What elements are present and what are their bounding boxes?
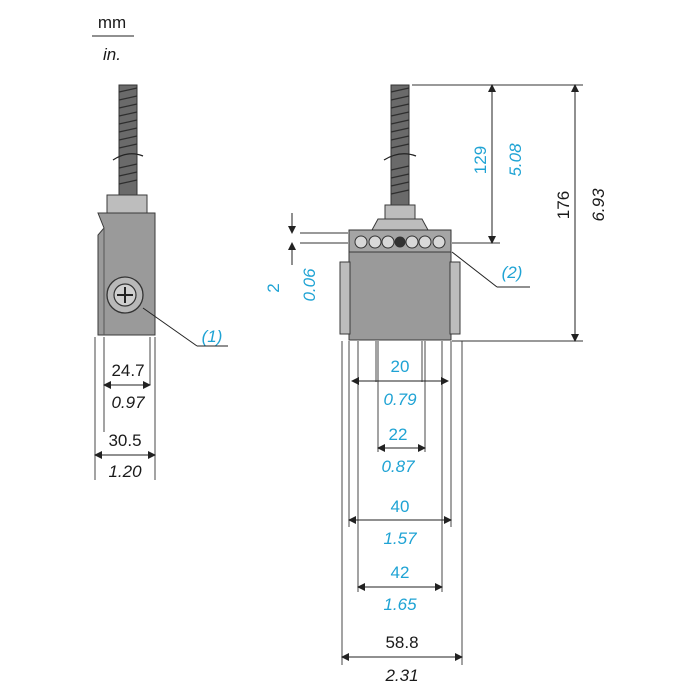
side-dim-30-5-mm: 30.5 <box>108 431 141 450</box>
front-dim-2-in: 0.06 <box>300 268 319 302</box>
front-dim-40-in: 1.57 <box>383 529 417 548</box>
front-dim-20-mm: 20 <box>391 357 410 376</box>
front-dim-129-mm: 129 <box>471 146 490 174</box>
front-left-ear <box>339 261 351 335</box>
front-rod-break <box>383 153 417 161</box>
callout-2-leader <box>451 251 498 288</box>
front-dim-22-in: 0.87 <box>381 457 415 476</box>
side-view: (1) 24.7 0.97 30.5 1.20 <box>94 84 228 481</box>
side-head <box>106 194 148 214</box>
callout-2-label: (2) <box>502 263 523 282</box>
side-rod-texture <box>118 87 138 185</box>
front-dim-42-in: 1.65 <box>383 595 417 614</box>
front-right-ear <box>449 261 461 335</box>
units-in: in. <box>103 45 121 64</box>
front-dim-22-mm: 22 <box>389 425 408 444</box>
front-view: (2) 129 5.08 176 6.93 2 0.06 20 <box>264 84 608 685</box>
front-head <box>371 218 429 231</box>
front-contacts <box>354 235 446 249</box>
front-dim-40-mm: 40 <box>391 497 410 516</box>
front-dim-2-mm: 2 <box>264 283 283 292</box>
front-head-cap <box>384 204 416 220</box>
front-dim-42-mm: 42 <box>391 563 410 582</box>
front-body <box>348 251 452 341</box>
side-rod-break <box>112 153 144 161</box>
front-dim-58-8-in: 2.31 <box>384 666 418 685</box>
callout-1-leader <box>142 307 198 347</box>
side-dim-24-7-mm: 24.7 <box>111 361 144 380</box>
side-body <box>97 212 156 336</box>
front-dim-176-mm: 176 <box>554 191 573 219</box>
units-legend: mm in. <box>92 13 134 64</box>
side-dim-24-7-in: 0.97 <box>111 393 145 412</box>
side-dim-30-5-in: 1.20 <box>108 462 142 481</box>
front-dim-176-in: 6.93 <box>589 188 608 222</box>
front-dim-58-8-mm: 58.8 <box>385 633 418 652</box>
front-dim-20-in: 0.79 <box>383 390 417 409</box>
units-mm: mm <box>98 13 126 32</box>
front-dim-129-in: 5.08 <box>506 143 525 177</box>
front-rod-texture <box>390 87 410 195</box>
callout-1-label: (1) <box>202 327 223 346</box>
